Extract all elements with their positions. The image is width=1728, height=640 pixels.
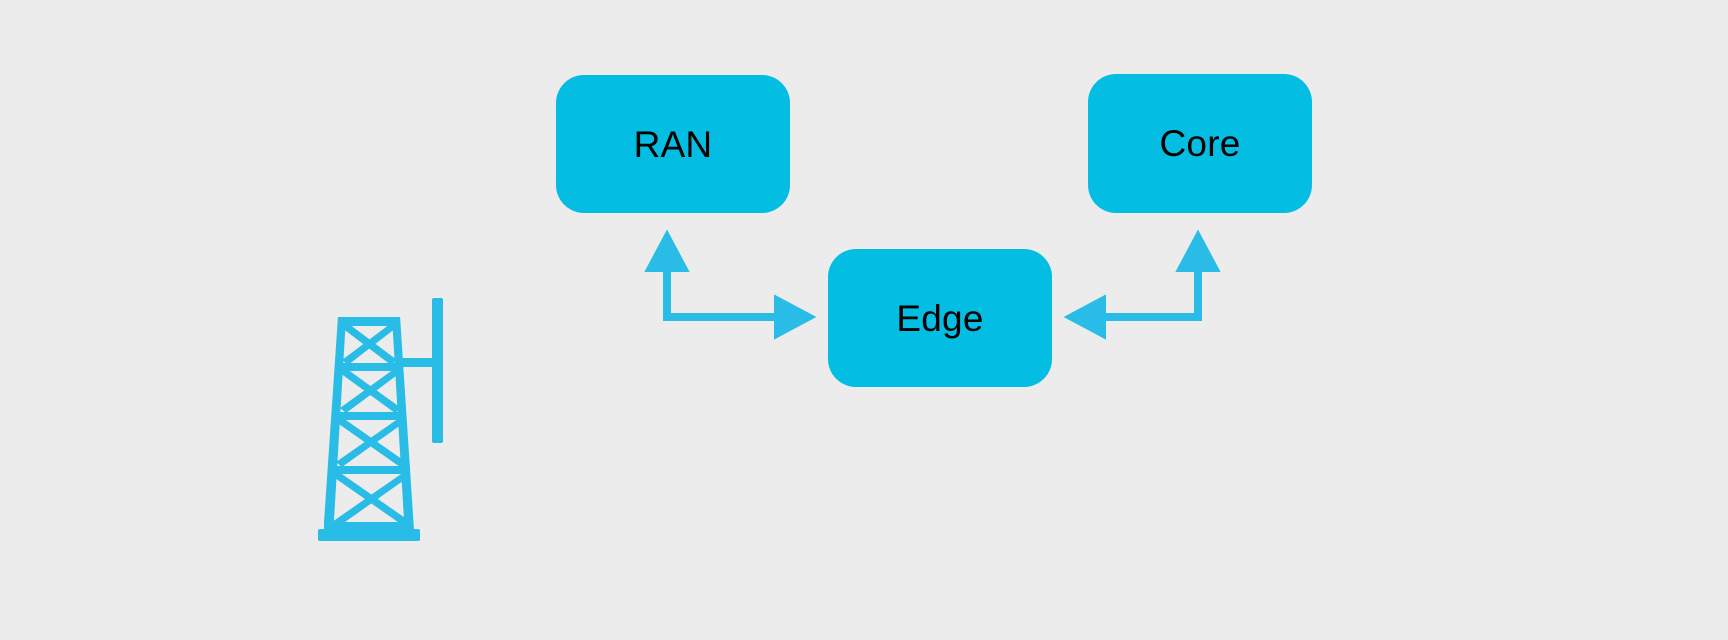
connector-ran-edge bbox=[644, 229, 817, 340]
cell-tower-icon bbox=[318, 298, 443, 541]
node-edge[interactable]: Edge bbox=[828, 249, 1052, 387]
node-ran-label: RAN bbox=[633, 123, 713, 165]
node-core-label: Core bbox=[1159, 123, 1241, 164]
node-ran[interactable]: RAN bbox=[556, 75, 790, 213]
node-edge-label: Edge bbox=[896, 297, 984, 339]
connector-core-edge bbox=[1063, 229, 1221, 340]
node-core[interactable]: Core bbox=[1088, 74, 1312, 213]
